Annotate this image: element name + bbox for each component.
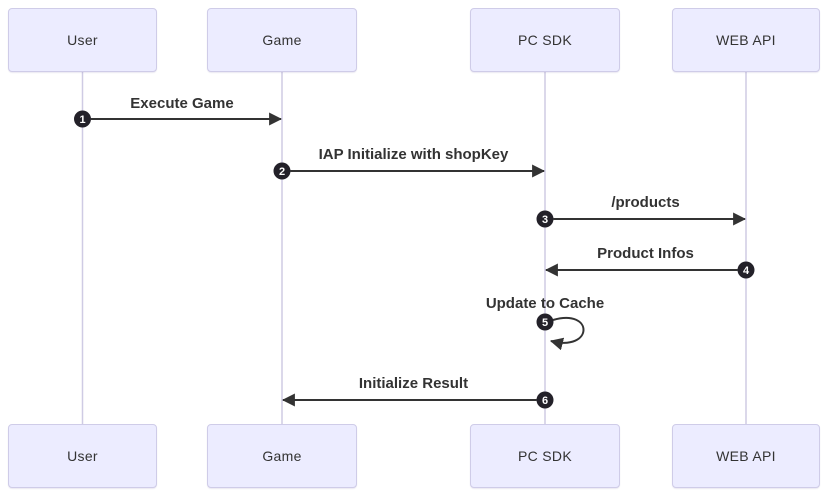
actor-label: WEB API: [716, 32, 776, 48]
actor-box-user-top: User: [8, 8, 157, 72]
actor-label: Game: [262, 32, 302, 48]
sequence-number: 1: [79, 114, 85, 126]
actor-box-pc-sdk-bottom: PC SDK: [470, 424, 620, 488]
message-label: Product Infos: [597, 245, 694, 262]
message-label: Execute Game: [130, 95, 233, 112]
sequence-number: 3: [542, 214, 548, 226]
actor-label: WEB API: [716, 448, 776, 464]
sequence-number-badge: [536, 210, 554, 228]
actor-label: User: [67, 32, 98, 48]
actor-label: PC SDK: [518, 32, 572, 48]
self-loop-arrow: [549, 317, 585, 351]
actor-box-user-bottom: User: [8, 424, 157, 488]
message-label: IAP Initialize with shopKey: [319, 146, 509, 163]
message-initialize-result: Initialize Result 6: [281, 375, 554, 409]
message-update-to-cache: Update to Cache 5: [486, 295, 604, 351]
sequence-number-badge: [74, 110, 91, 128]
sequence-number: 4: [743, 265, 750, 277]
actor-box-game-top: Game: [207, 8, 357, 72]
actor-box-pc-sdk-top: PC SDK: [470, 8, 620, 72]
sequence-number: 2: [279, 166, 285, 178]
sequence-number-badge: [536, 391, 554, 409]
sequence-number-badge: [536, 313, 554, 331]
actor-box-web-api-bottom: WEB API: [672, 424, 820, 488]
actor-box-game-bottom: Game: [207, 424, 357, 488]
message-label: Initialize Result: [359, 375, 468, 392]
message-label: /products: [611, 194, 679, 211]
sequence-number-badge: [273, 162, 291, 180]
message-label: Update to Cache: [486, 295, 604, 312]
sequence-number: 6: [542, 395, 548, 407]
actor-label: User: [67, 448, 98, 464]
sequence-number: 5: [542, 317, 548, 329]
actor-label: Game: [262, 448, 302, 464]
message-product-infos: Product Infos 4: [544, 245, 755, 279]
message-products: /products 3: [536, 194, 747, 228]
actor-label: PC SDK: [518, 448, 572, 464]
message-iap-initialize: IAP Initialize with shopKey 2: [273, 146, 546, 180]
message-execute-game: Execute Game 1: [74, 95, 283, 128]
actor-box-web-api-top: WEB API: [672, 8, 820, 72]
sequence-number-badge: [737, 261, 755, 279]
